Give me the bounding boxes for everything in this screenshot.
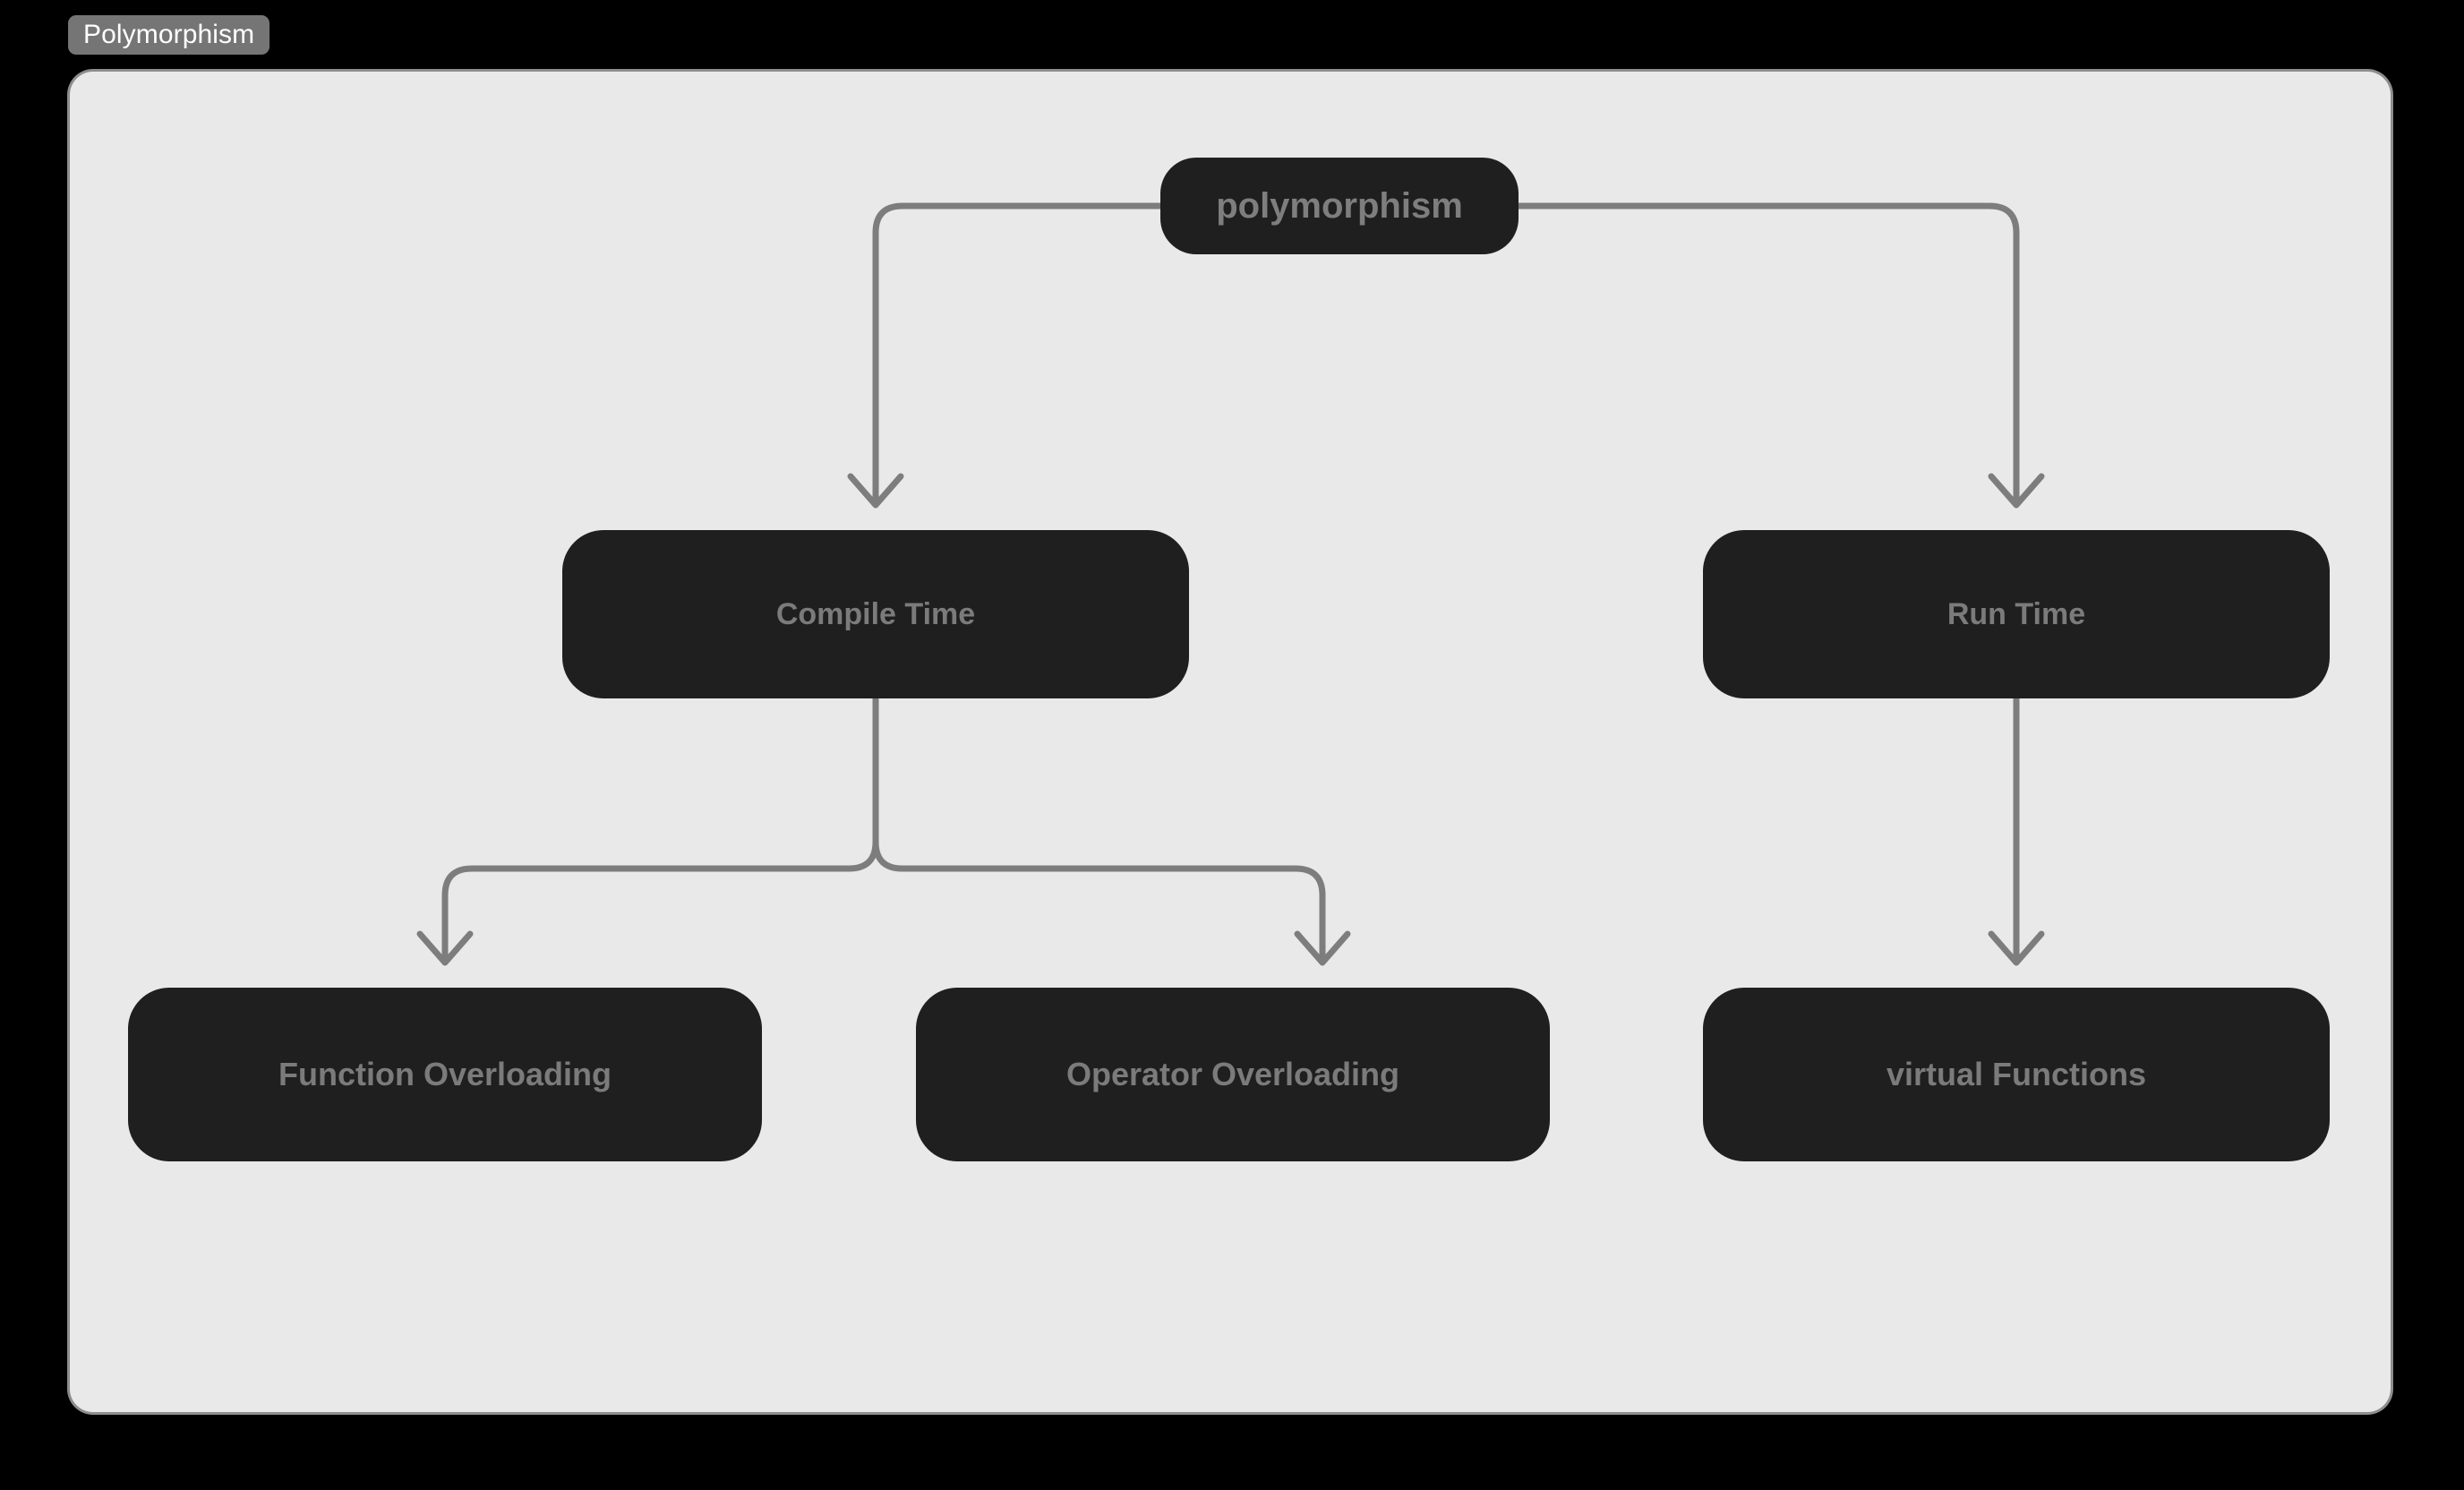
- edge-arrowhead-compile-time: [847, 473, 904, 509]
- edge-arrowhead-run-time: [1988, 473, 2045, 509]
- node-label-compile-time: Compile Time: [775, 597, 976, 631]
- edge-compile-time-to-operator-overloading: [872, 838, 1326, 964]
- window-title-tab[interactable]: Polymorphism: [68, 15, 270, 55]
- edge-compile-time-stem: [441, 695, 879, 964]
- node-label-polymorphism: polymorphism: [1216, 186, 1463, 226]
- node-label-function-overloading: Function Overloading: [278, 1056, 612, 1092]
- diagram-edges-layer: [416, 202, 2045, 966]
- node-function-overloading[interactable]: Function Overloading: [128, 988, 762, 1161]
- node-label-run-time: Run Time: [1946, 597, 2086, 631]
- node-polymorphism[interactable]: polymorphism: [1160, 158, 1519, 254]
- node-label-virtual-functions: virtual Functions: [1886, 1056, 2147, 1092]
- node-operator-overloading[interactable]: Operator Overloading: [916, 988, 1550, 1161]
- node-run-time[interactable]: Run Time: [1703, 530, 2330, 698]
- node-label-operator-overloading: Operator Overloading: [1065, 1056, 1400, 1092]
- node-compile-time[interactable]: Compile Time: [562, 530, 1189, 698]
- edge-polymorphism-to-compile-time: [872, 202, 1164, 507]
- edge-arrowhead-virtual-functions: [1988, 930, 2045, 966]
- edge-polymorphism-to-run-time: [1515, 202, 2020, 507]
- edge-arrowhead-operator-overloading: [1294, 930, 1351, 966]
- node-virtual-functions[interactable]: virtual Functions: [1703, 988, 2330, 1161]
- edge-arrowhead-function-overloading: [416, 930, 474, 966]
- window-title-label: Polymorphism: [83, 20, 255, 49]
- diagram-canvas-panel[interactable]: polymorphism Compile Time Run Time Funct…: [70, 72, 2391, 1412]
